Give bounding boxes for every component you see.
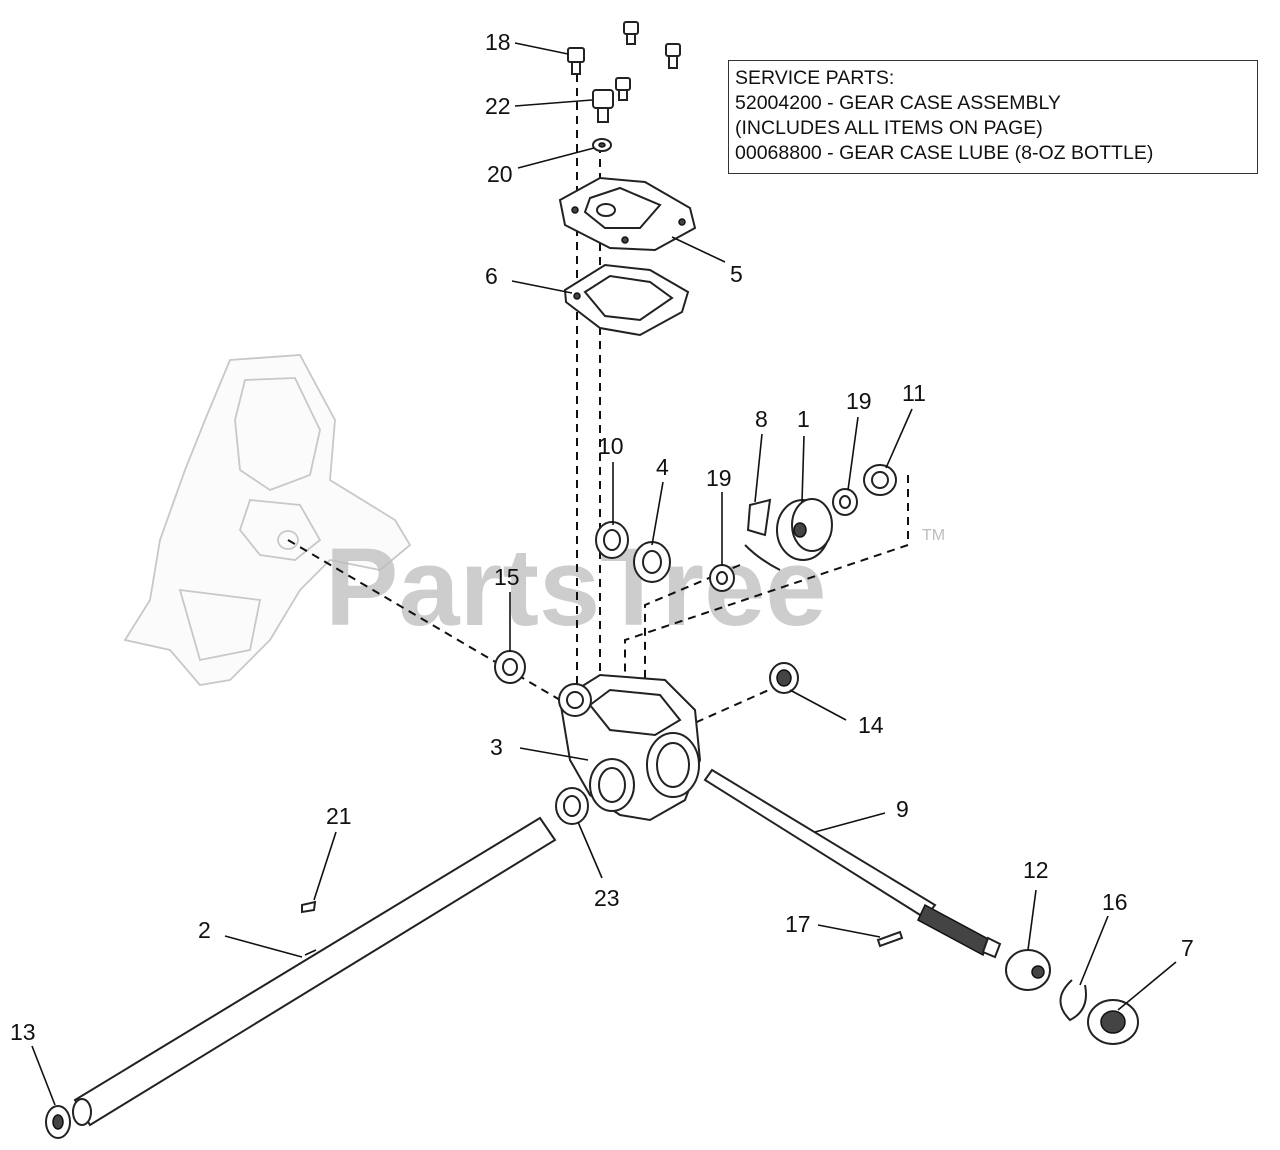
auger-housing-ghost [123, 354, 412, 686]
pin-17 [876, 930, 904, 948]
callout-5: 5 [730, 261, 743, 287]
bolt-22 [592, 89, 614, 123]
gasket [563, 263, 690, 337]
callout-19-right: 19 [846, 388, 872, 414]
service-part-assembly: 52004200 - GEAR CASE ASSEMBLY [735, 92, 1061, 114]
callout-9: 9 [896, 796, 909, 822]
callout-21: 21 [326, 803, 352, 829]
callout-4: 4 [656, 454, 669, 480]
callout-2: 2 [198, 917, 211, 943]
bearing-11 [863, 464, 897, 496]
service-part-assembly-note: (INCLUDES ALL ITEMS ON PAGE) [735, 117, 1043, 139]
callout-1: 1 [797, 406, 810, 432]
bearing-cap-7 [1087, 999, 1139, 1045]
thrust-collar-12 [1005, 949, 1051, 991]
assembly-lines [287, 60, 909, 726]
callout-20: 20 [487, 161, 513, 187]
nut-13 [45, 1105, 71, 1139]
callout-10: 10 [598, 433, 624, 459]
seal-14 [769, 662, 799, 694]
callout-11: 11 [902, 380, 926, 406]
key-21 [301, 900, 317, 914]
snap-ring-16 [1059, 979, 1087, 1022]
bearing-4 [633, 541, 671, 583]
callout-23: 23 [594, 885, 620, 911]
bolt-extra-1 [623, 21, 639, 45]
service-parts-heading: SERVICE PARTS: [735, 67, 895, 89]
callout-8: 8 [755, 406, 768, 432]
seal-23 [555, 787, 589, 825]
callout-22: 22 [485, 93, 511, 119]
callout-19-left: 19 [706, 465, 732, 491]
worm-gear-1 [776, 498, 833, 561]
callout-14: 14 [858, 712, 884, 738]
callout-15: 15 [494, 564, 520, 590]
trademark-mark: TM [922, 527, 945, 544]
service-part-lube: 00068800 - GEAR CASE LUBE (8-OZ BOTTLE) [735, 142, 1154, 164]
gear-case-housing [558, 673, 702, 822]
bearing-10 [595, 521, 629, 559]
callout-7: 7 [1181, 935, 1194, 961]
bolt-extra-3 [615, 77, 631, 101]
callout-12: 12 [1023, 857, 1049, 883]
callout-17: 17 [785, 911, 811, 937]
service-parts-box: SERVICE PARTS: 52004200 - GEAR CASE ASSE… [728, 60, 1258, 174]
gear-case-cover [558, 176, 697, 252]
callout-leaders [31, 42, 1177, 1106]
worm-shaft [703, 768, 1002, 959]
watermark-text: PartsTree [325, 526, 826, 649]
callout-13: 13 [10, 1019, 36, 1045]
key-8 [744, 498, 781, 571]
callout-16: 16 [1102, 889, 1128, 915]
callout-labels: 18 22 20 5 6 10 4 19 8 1 19 11 15 14 3 9… [10, 29, 1194, 1045]
bolt-18 [567, 47, 585, 75]
callout-6: 6 [485, 263, 498, 289]
bolt-extra-2 [665, 43, 681, 69]
auger-shaft [72, 816, 557, 1127]
seal-15 [494, 650, 526, 684]
callout-3: 3 [490, 734, 503, 760]
callout-18: 18 [485, 29, 511, 55]
